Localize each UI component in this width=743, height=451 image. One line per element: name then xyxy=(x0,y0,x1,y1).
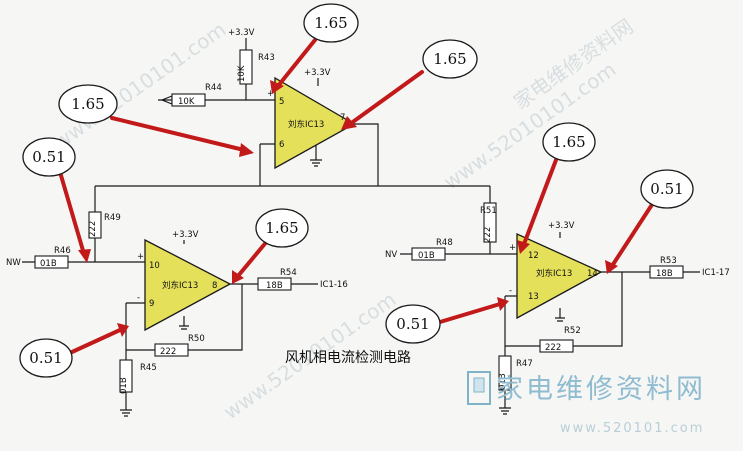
r54-name: R54 xyxy=(280,268,297,278)
value-bubble-6 xyxy=(19,338,73,378)
resistor-r43 xyxy=(239,49,253,85)
footer-site-url: www.520101.com xyxy=(560,421,704,436)
resistor-r51 xyxy=(483,202,497,243)
value-bubble-3 xyxy=(58,84,118,124)
resistor-r52 xyxy=(539,339,574,353)
opamp-right-chip: 刘东IC13 xyxy=(536,268,572,279)
r44-name: R44 xyxy=(205,83,222,93)
resistor-r48 xyxy=(411,247,446,261)
caption: 风机相电流检测电路 xyxy=(285,350,411,366)
r53-value: 18B xyxy=(656,269,673,279)
value-bubble-2 xyxy=(422,39,478,79)
opamp-left-chip: 刘东IC13 xyxy=(162,280,198,291)
value-bubble-1 xyxy=(303,3,359,43)
opamp-left-supply: +3.3V xyxy=(172,230,199,240)
resistor-r46 xyxy=(34,255,69,269)
opamp-top-pin7: 7 xyxy=(340,113,345,123)
r51-value: 222 xyxy=(483,227,493,243)
value-bubble-6-text: 0.51 xyxy=(29,349,62,367)
opamp-right-minus: - xyxy=(509,286,512,296)
r46-name: R46 xyxy=(54,246,71,256)
r48-value: 01B xyxy=(418,251,435,261)
opamp-right-pin14: 14 xyxy=(587,269,598,279)
opamp-left-pin10: 10 xyxy=(149,261,160,271)
opamp-right-supply: +3.3V xyxy=(548,221,575,231)
resistor-r53 xyxy=(649,265,684,279)
value-bubble-7 xyxy=(542,122,596,162)
supply-label-top-r43: +3.3V xyxy=(228,28,255,38)
r47-value: 01B xyxy=(498,373,508,390)
net-ic1-16: IC1-16 xyxy=(320,280,348,290)
opamp-left-minus: - xyxy=(137,293,140,303)
r54-value: 18B xyxy=(266,281,283,291)
r50-value: 222 xyxy=(160,347,176,357)
r48-name: R48 xyxy=(436,238,453,248)
resistor-r44 xyxy=(171,93,206,107)
opamp-top xyxy=(274,76,356,170)
value-bubble-1-text: 1.65 xyxy=(314,14,347,32)
opamp-top-supply: +3.3V xyxy=(304,68,331,78)
resistor-r45 xyxy=(119,359,133,393)
r49-name: R49 xyxy=(104,213,121,223)
opamp-right-pin13: 13 xyxy=(528,292,539,302)
r51-name: R51 xyxy=(480,206,497,216)
value-bubble-7-text: 1.65 xyxy=(552,133,585,151)
r43-name: R43 xyxy=(258,53,275,63)
watermark-url-1: www.52010101.com xyxy=(49,17,230,154)
footer-site-name: 家电维修资料网 xyxy=(496,374,706,405)
r44-value: 10K xyxy=(178,97,195,107)
opamp-left-pin9: 9 xyxy=(149,299,154,309)
r45-name: R45 xyxy=(140,363,157,373)
opamp-top-plus: + xyxy=(267,89,274,99)
value-bubble-9 xyxy=(385,304,441,344)
opamp-top-chip: 刘东IC13 xyxy=(288,119,324,130)
value-bubble-8 xyxy=(640,169,694,209)
resistor-r54 xyxy=(257,277,292,291)
r46-value: 01B xyxy=(40,259,57,269)
resistor-r49 xyxy=(88,211,102,239)
opamp-right-plus: + xyxy=(509,243,516,253)
resistor-r50 xyxy=(154,343,189,357)
opamp-right-pin12: 12 xyxy=(528,251,539,261)
value-bubble-5 xyxy=(255,208,309,248)
opamp-top-pin5: 5 xyxy=(279,97,284,107)
r43-value: 10K xyxy=(237,65,247,82)
opamp-left-plus: + xyxy=(137,252,144,262)
value-bubble-2-text: 1.65 xyxy=(433,50,466,68)
site-logo-icon xyxy=(467,371,491,405)
value-bubble-8-text: 0.51 xyxy=(650,180,683,198)
net-nv: NV xyxy=(385,250,397,260)
opamp-left xyxy=(144,238,232,332)
value-bubble-4 xyxy=(22,137,76,177)
r49-value: 222 xyxy=(88,221,98,237)
opamp-top-pin6: 6 xyxy=(279,140,284,150)
r47-name: R47 xyxy=(516,359,533,369)
value-bubble-5-text: 1.65 xyxy=(265,219,298,237)
r50-name: R50 xyxy=(188,334,205,344)
watermark-url-3: www.52010101.com xyxy=(439,57,620,194)
value-bubble-9-text: 0.51 xyxy=(396,315,429,333)
opamp-right xyxy=(516,232,603,320)
resistor-r47 xyxy=(498,355,512,391)
net-nw: NW xyxy=(6,258,21,268)
r52-value: 222 xyxy=(545,343,561,353)
value-bubble-4-text: 0.51 xyxy=(32,148,65,166)
net-ic1-17: IC1-17 xyxy=(702,268,730,278)
opamp-left-pin8: 8 xyxy=(212,281,217,291)
r53-name: R53 xyxy=(660,256,677,266)
r45-value: 01B xyxy=(119,377,129,394)
value-bubble-3-text: 1.65 xyxy=(71,95,104,113)
r52-name: R52 xyxy=(564,326,581,336)
